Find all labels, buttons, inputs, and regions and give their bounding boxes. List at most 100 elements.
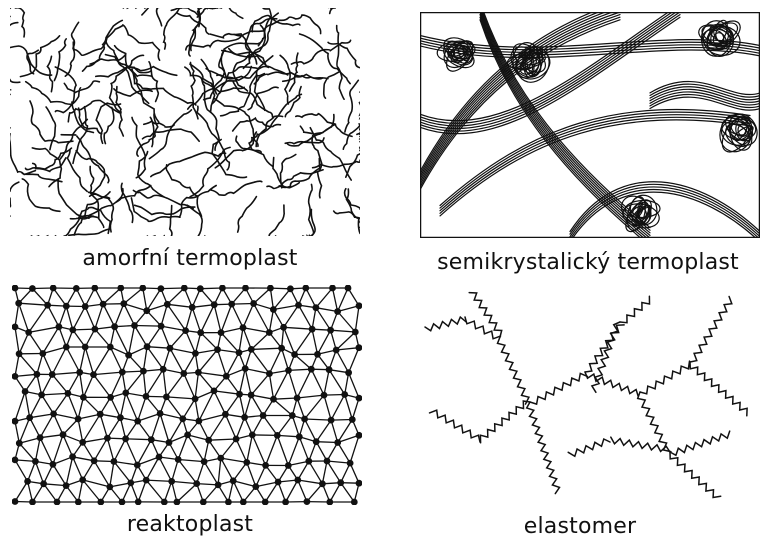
crosslink-bond	[19, 332, 29, 353]
crosslink-bond	[327, 461, 350, 463]
crosslink-bond	[126, 439, 138, 465]
crosslink-bond	[135, 326, 162, 327]
crosslink-bond	[115, 304, 124, 327]
crosslink-bond	[198, 372, 214, 391]
polymer-chain	[268, 205, 284, 236]
polymer-chain	[79, 108, 102, 134]
crosslink-node	[294, 477, 301, 484]
crosslink-node	[314, 351, 321, 358]
crosslink-bond	[78, 419, 83, 442]
crosslink-node	[175, 456, 182, 463]
crosslink-node	[197, 329, 204, 336]
crosslink-bond	[107, 418, 120, 438]
crosslink-bond	[274, 398, 298, 399]
crosslink-bond	[95, 329, 110, 347]
crosslink-node	[270, 306, 277, 313]
crosslink-bond	[218, 458, 221, 485]
crosslink-node	[262, 499, 269, 505]
crosslink-node	[50, 411, 57, 418]
crosslink-bond	[40, 438, 53, 465]
crosslink-bond	[166, 397, 195, 399]
crosslink-bond	[225, 394, 239, 414]
crosslink-bond	[236, 417, 245, 439]
crosslink-node	[211, 301, 218, 308]
crosslink-bond	[54, 393, 68, 414]
crosslink-node	[201, 458, 208, 465]
crosslink-bond	[114, 439, 126, 462]
crosslink-node	[29, 499, 36, 505]
crosslink-bond	[138, 421, 152, 440]
amorphous-chains	[10, 8, 360, 236]
amorphous-label: amorfní termoplast	[40, 246, 340, 271]
crosslink-node	[63, 303, 70, 310]
crosslink-bond	[240, 394, 245, 417]
crosslink-bond	[94, 372, 123, 375]
crosslink-node	[82, 303, 89, 310]
crosslink-node	[319, 480, 326, 487]
crosslink-bond	[42, 393, 68, 395]
crosslink-node	[75, 416, 82, 423]
crosslink-bond	[172, 460, 179, 482]
crosslink-bond	[198, 372, 226, 376]
crosslink-bond	[324, 395, 331, 420]
crosslink-bond	[110, 462, 114, 487]
crosslink-node	[12, 285, 18, 291]
semicrystalline-structure-illustration	[420, 12, 760, 238]
elastomer-panel	[410, 282, 760, 512]
polymer-chain	[10, 17, 18, 26]
crosslink-bond	[124, 288, 143, 304]
crosslink-bond	[269, 374, 273, 400]
crosslink-node	[156, 454, 163, 461]
crosslink-bond	[143, 347, 147, 371]
crosslink-bond	[331, 330, 356, 332]
crosslink-bond	[269, 310, 273, 333]
crosslink-bond	[338, 420, 353, 443]
polymer-chain	[256, 116, 282, 147]
crosslink-node	[50, 461, 57, 468]
crosslink-node	[69, 453, 76, 460]
coiled-chain-segment	[527, 402, 560, 494]
crosslink-node	[356, 432, 362, 439]
crosslink-node	[92, 326, 99, 333]
crosslink-node	[266, 329, 273, 336]
crosslink-node	[302, 285, 309, 291]
crosslink-bond	[256, 465, 266, 486]
crosslink-bond	[350, 435, 359, 463]
crosslink-node	[134, 418, 141, 425]
crosslink-bond	[95, 304, 103, 329]
crosslink-bond	[186, 307, 193, 330]
crosslink-bond	[288, 437, 299, 466]
crosslink-bond	[53, 464, 66, 485]
crosslink-bond	[52, 375, 68, 394]
crosslink-bond	[83, 438, 108, 442]
crosslink-bond	[160, 414, 169, 443]
crosslink-bond	[307, 484, 323, 502]
crosslink-node	[333, 347, 340, 354]
crosslink-node	[16, 350, 23, 357]
crosslink-node	[205, 437, 212, 444]
crosslink-bond	[66, 347, 79, 372]
crosslink-bond	[221, 458, 233, 481]
polymer-chain	[229, 49, 288, 75]
polymer-chain	[217, 8, 242, 18]
crosslink-node	[65, 390, 72, 397]
crosslink-bond	[167, 304, 185, 330]
crosslink-node	[321, 392, 328, 399]
crosslink-bond	[138, 480, 146, 502]
crosslink-bond	[251, 395, 273, 399]
crosslink-bond	[265, 482, 278, 502]
crosslink-node	[125, 352, 132, 359]
crosslink-node	[219, 285, 226, 291]
crosslink-node	[73, 285, 80, 292]
crosslink-bond	[111, 372, 123, 397]
crosslink-node	[127, 480, 134, 487]
crosslink-node	[12, 418, 18, 425]
crosslink-bond	[338, 288, 348, 312]
crosslink-bond	[186, 331, 196, 354]
crosslink-bond	[214, 391, 225, 414]
crosslink-bond	[251, 374, 269, 395]
crosslink-bond	[329, 370, 345, 395]
polymer-chain	[58, 179, 99, 218]
coiled-chain-segment	[640, 361, 690, 394]
crosslink-bond	[172, 481, 197, 483]
